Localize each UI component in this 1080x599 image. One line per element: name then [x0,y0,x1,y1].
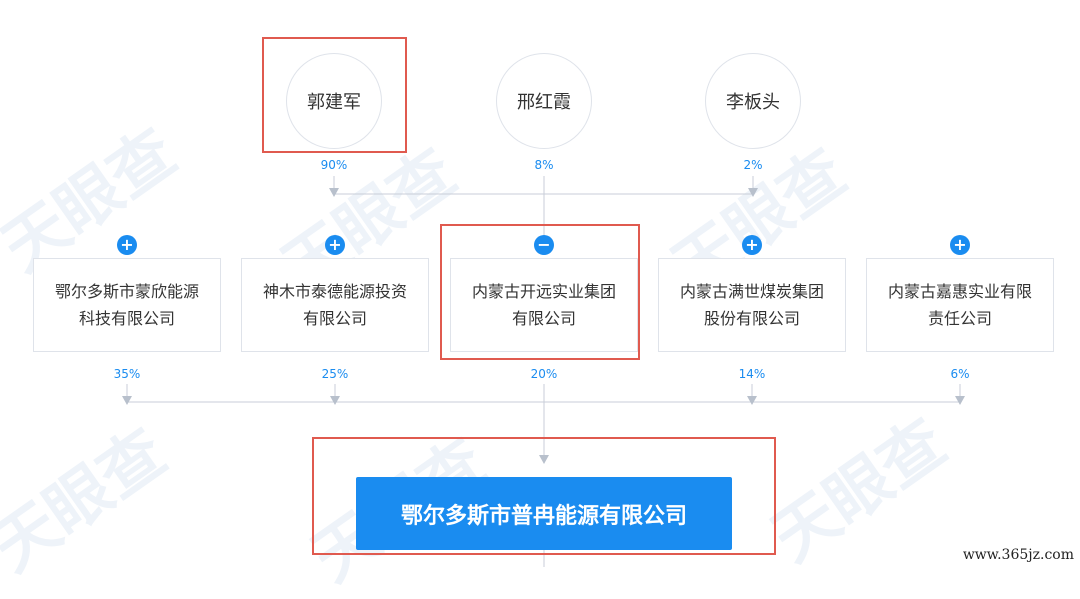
company-name-line: 股份有限公司 [703,309,800,328]
shareholder-node[interactable]: 郭建军 [286,53,382,149]
share-percent: 20% [530,367,558,381]
company-name-line: 内蒙古满世煤炭集团 [679,282,824,301]
company-name-line: 内蒙古嘉惠实业有限 [887,282,1032,301]
collapse-icon[interactable]: − [534,235,554,255]
company-node[interactable]: 内蒙古嘉惠实业有限责任公司 [866,258,1054,352]
company-name-line: 神木市泰德能源投资 [262,282,407,301]
company-name-line: 鄂尔多斯市蒙欣能源 [54,282,199,301]
target-company-node[interactable]: 鄂尔多斯市普冉能源有限公司 [356,477,732,550]
arrow-head [329,188,339,197]
arrow-head [122,396,132,405]
share-percent: 35% [113,367,141,381]
share-percent: 25% [321,367,349,381]
company-node[interactable]: 神木市泰德能源投资有限公司 [241,258,429,352]
arrow-head [748,188,758,197]
company-name-line: 责任公司 [927,309,992,328]
share-percent: 90% [320,158,348,172]
expand-icon[interactable]: + [950,235,970,255]
company-name-line: 内蒙古开远实业集团 [471,282,616,301]
share-percent: 2% [743,158,763,172]
share-percent: 14% [738,367,766,381]
shareholder-node[interactable]: 李板头 [705,53,801,149]
shareholder-node[interactable]: 邢红霞 [496,53,592,149]
highlight-box [312,437,776,555]
expand-icon[interactable]: + [325,235,345,255]
company-name-line: 有限公司 [511,309,576,328]
highlight-box [262,37,407,153]
company-name-line: 科技有限公司 [78,309,175,328]
arrow-head [747,396,757,405]
company-node[interactable]: 内蒙古开远实业集团有限公司 [450,258,638,352]
company-node[interactable]: 鄂尔多斯市蒙欣能源科技有限公司 [33,258,221,352]
company-node[interactable]: 内蒙古满世煤炭集团股份有限公司 [658,258,846,352]
company-name-line: 有限公司 [302,309,367,328]
expand-icon[interactable]: + [117,235,137,255]
share-percent: 8% [534,158,554,172]
equity-structure-diagram: 天眼查 天眼查 天眼查 天眼查 天眼查 天眼查 郭建军 [0,37,1074,596]
highlight-box [440,224,640,360]
expand-icon[interactable]: + [742,235,762,255]
site-watermark: www.365jz.com [962,547,1074,563]
share-percent: 6% [950,367,970,381]
arrow-head [955,396,965,405]
arrow-head [330,396,340,405]
connector-lines [122,176,965,567]
arrow-head [539,455,549,464]
